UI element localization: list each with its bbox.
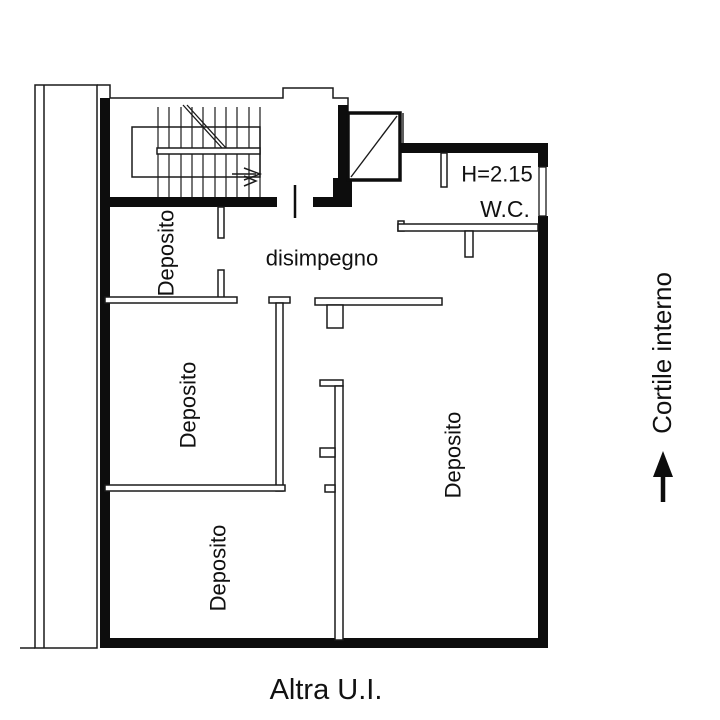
label-deposito-mid-left: Deposito — [176, 362, 201, 449]
room-labels: Deposito Deposito Deposito Deposito disi… — [154, 162, 533, 612]
courtyard-annotation: Cortile interno — [647, 272, 677, 502]
wall-b-vertical — [275, 302, 284, 492]
stair-direction-arrow-head2 — [243, 175, 258, 187]
wall-elevator-corner — [333, 178, 352, 207]
label-deposito-right: Deposito — [441, 412, 466, 499]
wall-left — [100, 98, 110, 648]
wall-stair-right — [338, 105, 348, 207]
wall-c-notch-lower — [324, 484, 336, 493]
wall-wc-stub — [464, 230, 474, 258]
partition-topleft-upper — [217, 206, 225, 239]
label-altra-ui: Altra U.I. — [270, 674, 383, 706]
wall-e-stub — [326, 304, 344, 329]
structural-walls — [100, 98, 548, 648]
courtyard-arrow-head — [653, 451, 673, 477]
top-outline-steps — [97, 84, 349, 113]
elevator-diagonal — [350, 115, 398, 178]
elevator — [346, 111, 404, 182]
label-height-note: H=2.15 — [461, 162, 533, 187]
stair-break-line — [182, 104, 223, 149]
window-right — [536, 166, 550, 217]
wall-wc-bottom — [397, 223, 539, 232]
wall-c-cap — [319, 379, 344, 387]
label-deposito-bottom-left: Deposito — [206, 525, 231, 612]
left-strip-outline — [34, 84, 98, 649]
wall-wc-top — [400, 143, 548, 153]
wall-c-notch-upper — [319, 447, 336, 458]
stair-break-line — [186, 104, 227, 149]
exterior-outline — [20, 84, 349, 649]
label-cortile-interno: Cortile interno — [647, 272, 677, 434]
wall-wc-inner-stub — [440, 152, 448, 188]
wall-b-cap — [268, 296, 291, 304]
wall-bottom — [100, 638, 548, 648]
wall-a-horizontal — [104, 296, 238, 304]
wall-stair-bottom-right — [313, 197, 352, 207]
wall-d-horizontal — [104, 484, 286, 492]
partition-topleft-lower — [217, 269, 225, 301]
label-disimpegno: disimpegno — [266, 246, 379, 271]
wall-right — [538, 143, 548, 648]
wall-e-horizontal — [314, 297, 443, 306]
wall-c-vertical — [334, 385, 344, 641]
interior-walls — [104, 152, 539, 641]
label-wc: W.C. — [480, 196, 530, 222]
stair-landing-rail — [156, 147, 261, 155]
wall-stair-bottom-left — [100, 197, 277, 207]
window-frame — [538, 166, 547, 217]
staircase — [131, 104, 263, 197]
label-deposito-top-left: Deposito — [154, 210, 179, 297]
